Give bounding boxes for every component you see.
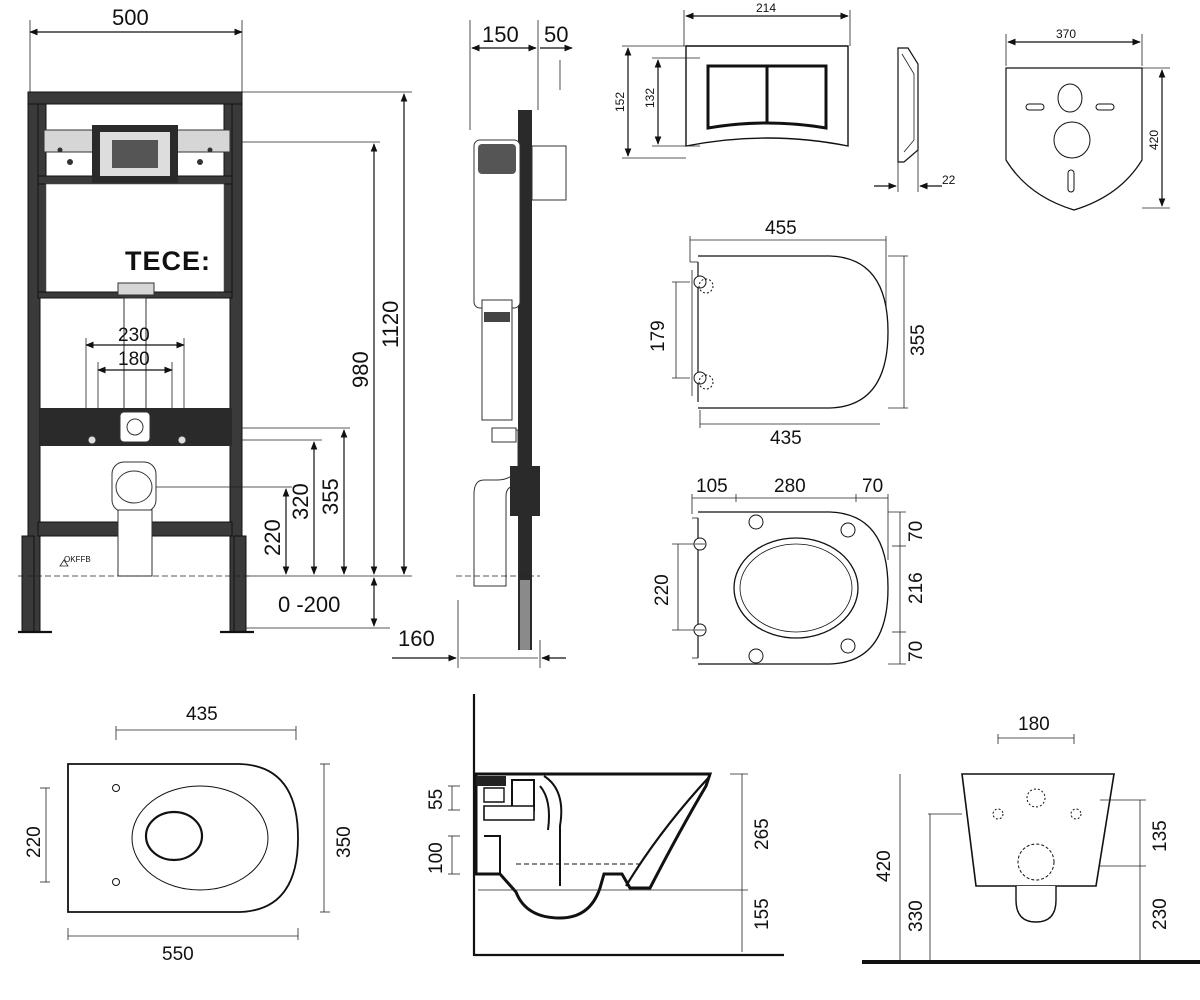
bowl-side-55: 55 — [426, 789, 447, 810]
seat-seg-105: 105 — [696, 476, 728, 497]
bowl-side-100: 100 — [426, 842, 447, 874]
bowl-top-view: 435 350 220 550 — [24, 704, 355, 965]
bowl-width-350: 350 — [334, 826, 355, 858]
seat-seg-70: 70 — [862, 476, 883, 497]
depth-50-label: 50 — [544, 22, 568, 47]
bowl-side-section: 55 100 265 155 — [426, 694, 784, 957]
bowl-side-265: 265 — [752, 818, 773, 850]
bowl-front-330: 330 — [906, 900, 927, 932]
seat-right-70-bottom: 70 — [906, 641, 927, 662]
bowl-side-155: 155 — [752, 898, 773, 930]
flush-plate-front: 214 152 132 — [613, 1, 851, 159]
flush-plate-thickness: 22 — [942, 173, 956, 187]
height-355-label: 355 — [318, 478, 343, 515]
height-220-label: 220 — [260, 519, 285, 556]
seat-bottom-length-label: 435 — [770, 428, 802, 449]
flush-plate-height-inner: 132 — [643, 88, 657, 108]
height-980-label: 980 — [348, 351, 373, 388]
seat-width-label: 355 — [908, 324, 929, 356]
seat-top-view: 455 355 179 435 — [648, 218, 929, 449]
frame-width-label: 500 — [112, 5, 149, 30]
bowl-front-135: 135 — [1150, 820, 1171, 852]
depth-160-label: 160 — [398, 626, 435, 651]
flush-gap-180: 180 — [118, 349, 150, 370]
bowl-front-230: 230 — [1150, 898, 1171, 930]
height-1120-label: 1120 — [378, 301, 403, 348]
seat-hinge-label: 179 — [648, 320, 669, 352]
depth-150-label: 150 — [482, 22, 519, 47]
flush-plate-height-outer: 152 — [613, 92, 627, 112]
frame-side-view: 150 50 160 — [392, 20, 573, 668]
bowl-front-180: 180 — [1018, 714, 1050, 735]
sound-pad: 370 420 — [1005, 27, 1170, 211]
seat-right-70-top: 70 — [906, 521, 927, 542]
leg-adjust-label: 0 -200 — [278, 592, 340, 617]
bowl-front-420: 420 — [874, 850, 895, 882]
brand-label: TECE: — [125, 246, 211, 276]
seat-seg-280: 280 — [774, 476, 806, 497]
seat-underside-view: 105 280 70 70 216 70 220 — [652, 476, 927, 665]
seat-hinge-220: 220 — [652, 574, 673, 606]
bowl-top-435: 435 — [186, 704, 218, 725]
flush-plate-side: 22 — [874, 47, 956, 192]
bowl-length-550: 550 — [162, 944, 194, 965]
sound-pad-height: 420 — [1147, 130, 1161, 150]
sound-pad-width: 370 — [1056, 27, 1076, 41]
height-320-label: 320 — [288, 483, 313, 520]
seat-right-216: 216 — [906, 572, 927, 604]
frame-front-view: 500 TECE: 230 180 — [18, 5, 412, 634]
bowl-mount-220: 220 — [24, 826, 45, 858]
bowl-front-view: 180 420 330 135 230 — [862, 714, 1200, 964]
flush-gap-230: 230 — [118, 325, 150, 346]
seat-length-label: 455 — [765, 218, 797, 239]
flush-plate-width-label: 214 — [756, 1, 776, 15]
floor-label: OKFFB — [64, 555, 91, 564]
